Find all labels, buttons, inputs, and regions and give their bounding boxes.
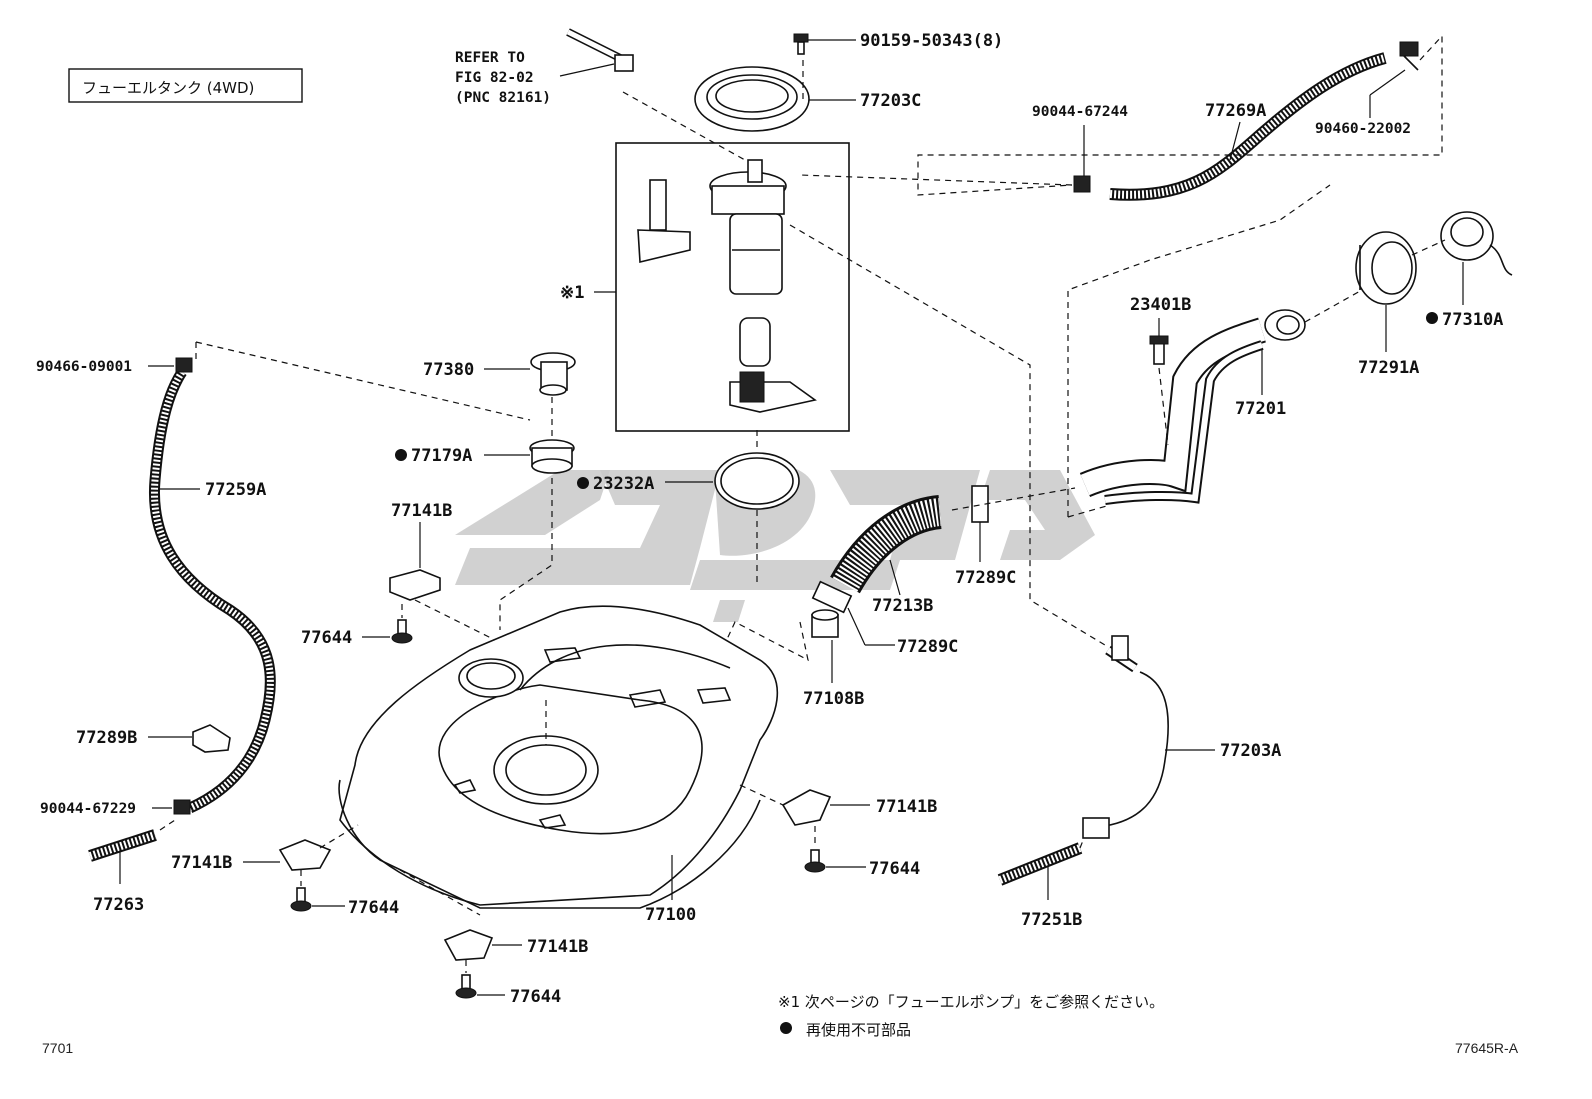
label-77263: 77263: [93, 895, 144, 915]
fuel-tank-77100: [338, 605, 779, 909]
label-77644-a: 77644: [301, 628, 352, 648]
bracket-77141B-a: [389, 569, 441, 601]
bolt-77644-b-icon: [804, 849, 826, 873]
refer-line3: (PNC 82161): [455, 90, 551, 106]
label-77141B-d: 77141B: [527, 937, 588, 957]
page-title: フューエルタンク (4WD): [82, 79, 254, 97]
note-2: 再使用不可部品: [806, 1021, 911, 1039]
screw-90159-icon: [793, 33, 809, 55]
refer-line1: REFER TO: [455, 50, 525, 66]
label-77179A: 77179A: [411, 446, 472, 466]
vapor-hose-77269A: [1109, 52, 1387, 201]
label-77259A: 77259A: [205, 480, 266, 500]
pump-seal-ring-23232A: [714, 452, 800, 510]
bolt-77644-a-icon: [391, 619, 413, 644]
label-77289C-lower: 77289C: [897, 637, 958, 657]
label-77141B-a: 77141B: [391, 501, 452, 521]
wire-harness-77203A: [1082, 635, 1169, 839]
label-90044-67229: 90044-67229: [40, 801, 136, 817]
label-77203A: 77203A: [1220, 741, 1281, 761]
label-77108B: 77108B: [803, 689, 864, 709]
label-77203C: 77203C: [860, 91, 921, 111]
label-77644-b: 77644: [869, 859, 920, 879]
pump-subassembly-box: [615, 142, 850, 432]
bolt-77644-d-icon: [455, 974, 477, 999]
filler-pipe-77201: [1079, 309, 1306, 505]
label-90044-67244: 90044-67244: [1032, 104, 1128, 120]
label-90466-09001: 90466-09001: [36, 359, 132, 375]
clip-90044-67229-icon: [173, 799, 191, 815]
label-77310A: 77310A: [1442, 310, 1503, 330]
non-reusable-dot-23232A: [577, 477, 589, 489]
subassembly-mark: ※1: [560, 283, 584, 303]
clamp-77289B-icon: [192, 724, 231, 753]
hose-77263: [88, 831, 157, 860]
note-1: ※1 次ページの「フューエルポンプ」をご参照ください。: [778, 993, 1164, 1011]
fuel-pump-module: [637, 159, 817, 413]
filler-ring-77291A: [1355, 231, 1417, 305]
wiring-connector-icon: [566, 28, 634, 72]
label-77289B: 77289B: [76, 728, 137, 748]
label-23401B: 23401B: [1130, 295, 1191, 315]
clip-90466-09001-icon: [175, 357, 193, 373]
label-77100: 77100: [645, 905, 696, 925]
label-77141B-b: 77141B: [876, 797, 937, 817]
page-code-left: 7701: [42, 1040, 73, 1056]
label-23232A: 23232A: [593, 474, 654, 494]
tank-inlet-pipe-77108B: [811, 609, 839, 638]
clip-90460-icon: [1399, 41, 1419, 71]
sender-gauge-77380: [530, 352, 576, 396]
bolt-23401B-icon: [1149, 335, 1169, 365]
clamp-77289C-lower: [811, 580, 853, 614]
page-code-right: 77645R-A: [1455, 1040, 1519, 1056]
label-77251B: 77251B: [1021, 910, 1082, 930]
label-77213B: 77213B: [872, 596, 933, 616]
pump-gasket-77203C: [694, 66, 810, 132]
label-90460: 90460-22002: [1315, 121, 1411, 137]
label-77291A: 77291A: [1358, 358, 1419, 378]
fuel-cap-77310A: [1440, 211, 1513, 276]
label-77644-c: 77644: [348, 898, 399, 918]
bolt-77644-c-icon: [290, 887, 312, 912]
label-77289C-upper: 77289C: [955, 568, 1016, 588]
title-box: [68, 68, 303, 103]
non-reusable-dot-77310A: [1426, 312, 1438, 324]
label-77141B-c: 77141B: [171, 853, 232, 873]
bracket-77141B-c: [278, 839, 332, 871]
label-77380: 77380: [423, 360, 474, 380]
label-77201: 77201: [1235, 399, 1286, 419]
non-reusable-legend-dot: [780, 1022, 792, 1034]
label-77269A: 77269A: [1205, 101, 1266, 121]
refer-line2: FIG 82-02: [455, 70, 534, 86]
clip-90044-67244-icon: [1073, 150, 1091, 193]
label-90159: 90159-50343(8): [860, 31, 1003, 51]
non-reusable-dot-77179A: [395, 449, 407, 461]
bracket-77141B-d: [443, 929, 494, 961]
label-77644-d: 77644: [510, 987, 561, 1007]
gauge-gasket-77179A: [529, 439, 575, 474]
bracket-77141B-b: [781, 789, 832, 826]
